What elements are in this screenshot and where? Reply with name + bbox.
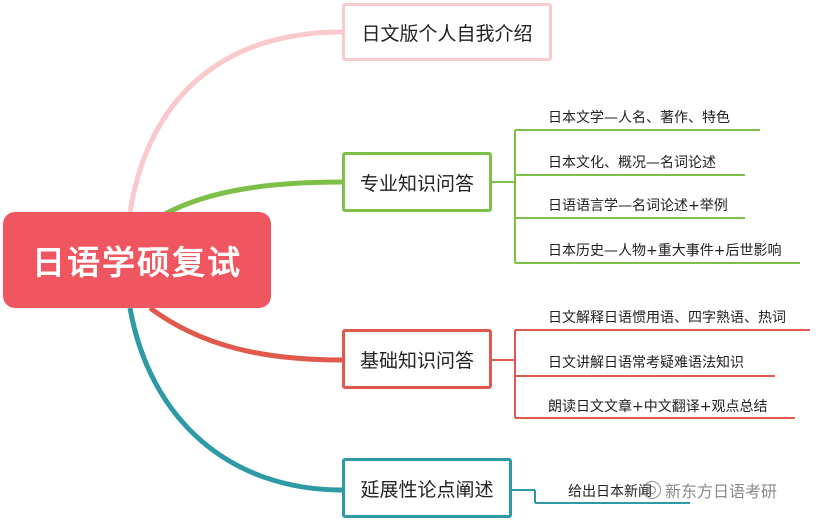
branch-label: 日文版个人自我介绍 (361, 22, 533, 45)
watermark: 新东方日语考研 (643, 478, 777, 502)
link-pro-leaves (492, 129, 800, 264)
leaf-pro-2: 日本文化、概况—名词论述 (548, 155, 716, 171)
leaf-ext-1: 给出日本新闻 (568, 484, 652, 500)
link-root-intro (127, 29, 343, 213)
watermark-text: 新东方日语考研 (665, 482, 778, 501)
branch-label: 专业知识问答 (359, 172, 474, 195)
leaf-base-3: 朗读日文文章+中文翻译+观点总结 (548, 399, 768, 415)
root-node: 日语学硕复试 (3, 212, 271, 308)
branch-node-base: 基础知识问答 (342, 329, 492, 389)
leaf-base-1: 日文解释日语惯用语、四字熟语、热词 (548, 310, 786, 326)
wechat-logo-icon (643, 481, 661, 499)
link-ext-leaves (512, 489, 690, 504)
leaf-pro-1: 日本文学—人名、著作、特色 (548, 110, 730, 126)
root-label: 日语学硕复试 (32, 243, 242, 282)
branch-label: 延展性论点阐述 (360, 478, 494, 501)
link-base-leaves (492, 329, 810, 419)
link-root-ext (127, 307, 343, 493)
branch-node-pro: 专业知识问答 (342, 152, 492, 212)
branch-node-ext: 延展性论点阐述 (342, 458, 512, 518)
leaf-pro-4: 日本历史—人物+重大事件+后世影响 (548, 243, 782, 259)
branch-node-intro: 日文版个人自我介绍 (342, 3, 552, 61)
leaf-base-2: 日文讲解日语常考疑难语法知识 (548, 355, 744, 371)
link-root-pro (163, 179, 343, 217)
link-root-base (148, 305, 343, 363)
branch-label: 基础知识问答 (359, 349, 474, 372)
leaf-pro-3: 日语语言学—名词论述+举例 (548, 198, 728, 214)
